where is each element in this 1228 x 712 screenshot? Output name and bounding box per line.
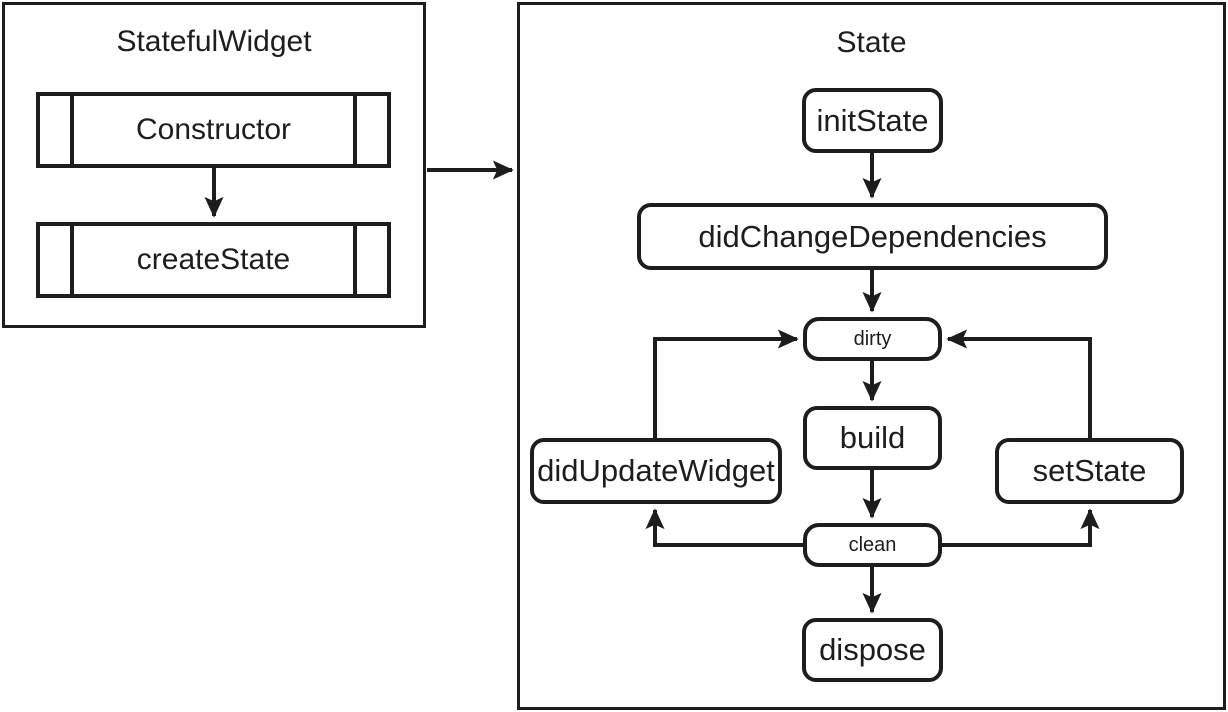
node-create-state[interactable]: createState	[36, 222, 391, 298]
node-constructor-label: Constructor	[135, 113, 292, 146]
node-clean[interactable]: clean	[803, 523, 942, 567]
panel-stateful-widget-title: StatefulWidget	[116, 25, 312, 58]
node-set-state[interactable]: setState	[995, 438, 1184, 504]
create-state-left-bar	[40, 226, 74, 294]
node-create-state-label: createState	[136, 243, 291, 276]
constructor-left-bar	[40, 96, 74, 164]
panel-state-title: State	[836, 26, 907, 59]
node-constructor[interactable]: Constructor	[36, 92, 391, 168]
node-dispose[interactable]: dispose	[802, 618, 943, 682]
node-build[interactable]: build	[803, 406, 942, 470]
node-dirty[interactable]: dirty	[803, 317, 942, 361]
node-init-state[interactable]: initState	[802, 88, 943, 153]
node-did-change-dependencies[interactable]: didChangeDependencies	[637, 203, 1108, 270]
node-did-update-widget[interactable]: didUpdateWidget	[530, 438, 782, 504]
constructor-right-bar	[353, 96, 387, 164]
create-state-right-bar	[353, 226, 387, 294]
